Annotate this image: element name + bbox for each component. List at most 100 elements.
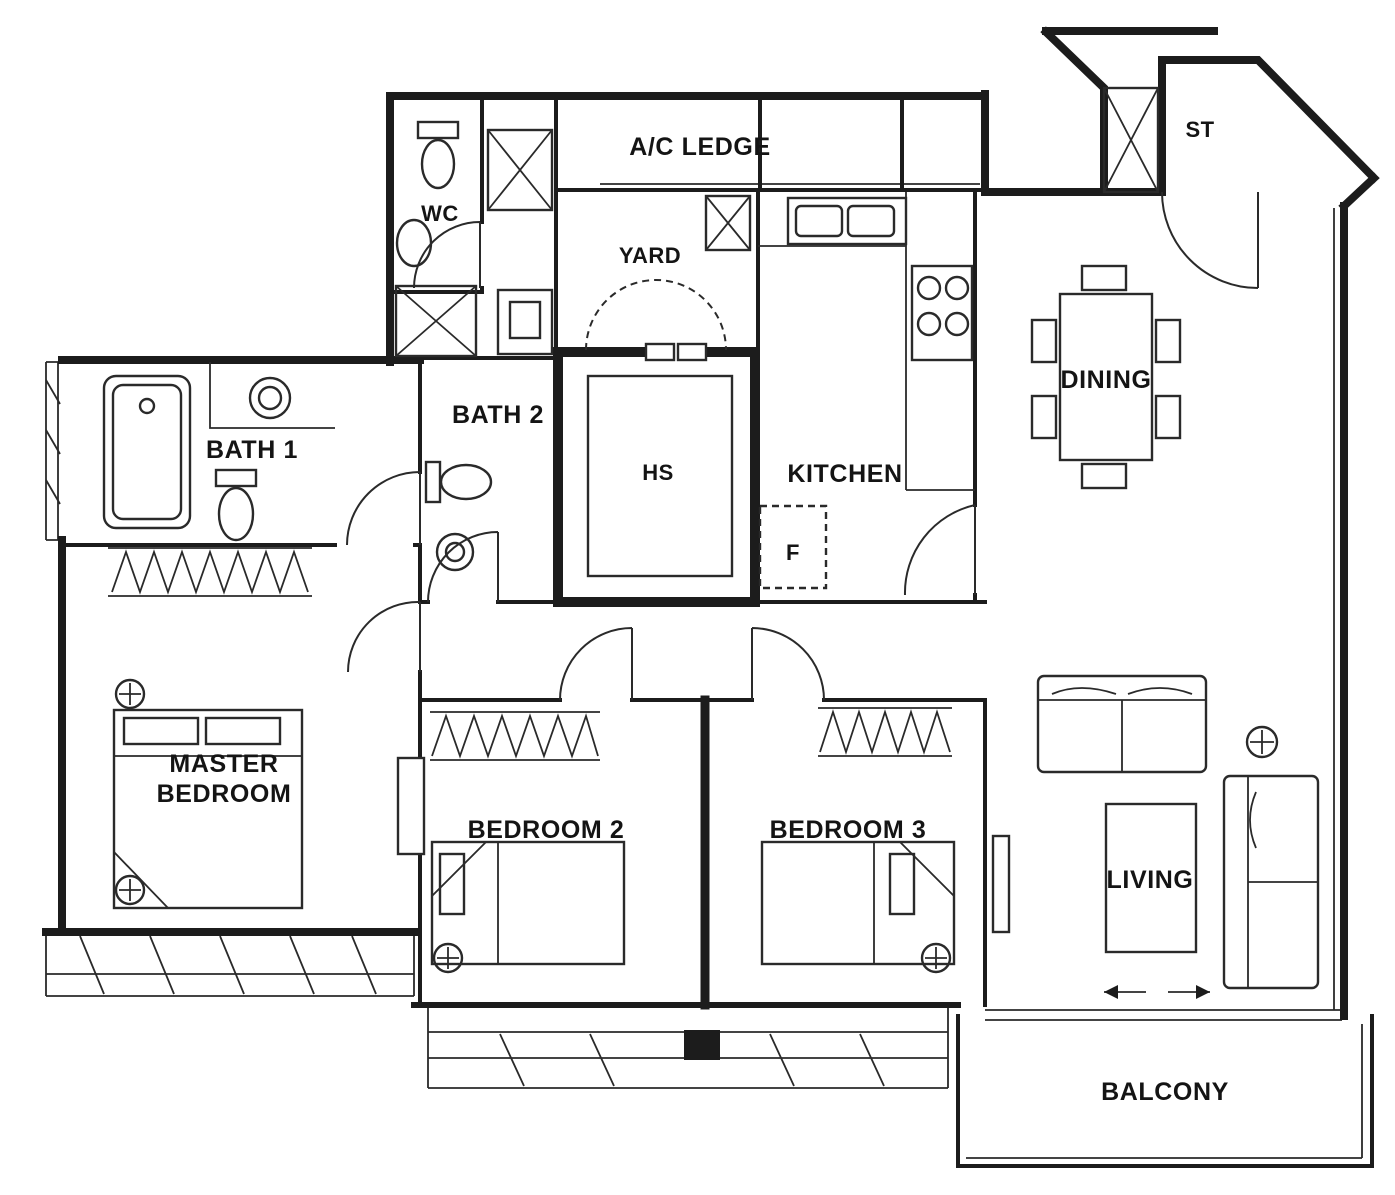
bath1-sink-bowl [257, 385, 283, 411]
bedroom2-column-marker [432, 942, 464, 974]
bath2-sink-bowl [444, 541, 466, 563]
bedroom3-bed [760, 840, 956, 966]
bath1-door [346, 471, 421, 546]
bedroom3-wardrobe-zigzag [819, 709, 951, 755]
bay-center-pillar [684, 1030, 720, 1060]
bath2-sink [435, 532, 475, 572]
label-fridge: F [786, 540, 800, 565]
label-bath2: BATH 2 [452, 401, 544, 429]
label-ac-ledge: A/C LEDGE [629, 133, 771, 161]
sliding-door-arrows [1104, 985, 1210, 999]
bedroom2-wardrobe [430, 711, 600, 761]
kitchen-sink-bowl-right [846, 204, 896, 238]
dining-table [1058, 292, 1154, 462]
master-column-markers [114, 678, 146, 906]
kitchen-sink-bowl-left [794, 204, 844, 238]
ac-unit-lower-icon [394, 284, 478, 358]
duct-box [496, 288, 554, 356]
bedroom-furniture [108, 547, 956, 974]
master-wardrobe-zigzag [111, 549, 309, 595]
label-bath1: BATH 1 [206, 436, 298, 464]
bathtub-drain [138, 397, 156, 415]
ac-unit-top-icon [486, 128, 554, 212]
dining-chair-bottom [1080, 462, 1128, 490]
label-master-bedroom-line1: MASTER [169, 750, 278, 778]
ac-box-2 [394, 284, 478, 358]
bedroom2-pillow [438, 852, 466, 916]
stove [910, 264, 974, 362]
bedroom3-wardrobe-rails [818, 707, 952, 757]
label-hs: HS [642, 460, 674, 485]
kitchen-fixtures [758, 192, 975, 590]
yard-box [704, 194, 752, 252]
master-wardrobe [108, 547, 312, 597]
bath2-door [427, 531, 499, 603]
sofa-main [1036, 674, 1208, 774]
bath2-toilet [424, 460, 493, 504]
dining-chair-top [1080, 264, 1128, 292]
column-circle-2 [114, 874, 146, 906]
arrow-left-icon [1104, 985, 1118, 999]
dining-set [1030, 264, 1182, 490]
interior-wall [60, 92, 987, 1007]
column-cross-2 [119, 879, 141, 901]
hs-shelter-wall [553, 347, 760, 607]
stove-burner-2 [944, 275, 970, 301]
dining-chair-left-1 [1030, 318, 1058, 364]
duct-outer [496, 288, 554, 356]
ac-box-cross [487, 129, 553, 211]
label-master-bedroom-line2: BEDROOM [157, 780, 292, 808]
bathtub [102, 374, 192, 530]
wc-door [413, 221, 481, 289]
label-balcony: BALCONY [1101, 1078, 1229, 1106]
ac-box-2-cross [395, 285, 477, 357]
arrow-right-icon [1196, 985, 1210, 999]
column-circle-1 [114, 678, 146, 710]
bedroom3-column-marker [920, 942, 952, 974]
kitchen-door [903, 504, 976, 596]
label-dining: DINING [1060, 366, 1151, 394]
hs-yard-door-dashed [585, 279, 727, 351]
master-wardrobe-rails [108, 547, 312, 597]
wc-toilet-tank [416, 120, 460, 140]
master-pillow-2 [204, 716, 282, 746]
yard-unit-icon [704, 194, 752, 252]
window-ticks [45, 379, 885, 1087]
bedroom3-bed-fold [873, 841, 955, 964]
label-kitchen: KITCHEN [787, 460, 902, 488]
label-bedroom2: BEDROOM 2 [468, 816, 625, 844]
living-furniture [991, 674, 1320, 999]
kitchen-sink [786, 196, 908, 246]
bedroom3-wardrobe [818, 707, 952, 757]
sofa-side [1222, 774, 1320, 990]
hs-inner-wall [586, 374, 734, 578]
stove-burner-1 [916, 275, 942, 301]
column-circle-4 [920, 942, 952, 974]
column-cross-3 [437, 947, 459, 969]
windows [45, 183, 1363, 1159]
duct-inner [508, 300, 542, 340]
bedroom3-door [751, 627, 825, 701]
balcony-walls [956, 1014, 1374, 1168]
window-bay-bedrooms [427, 1005, 949, 1089]
hs-door-leaf-right [676, 342, 708, 362]
room-labels: WC A/C LEDGE ST YARD BATH 2 BATH 1 HS KI… [157, 117, 1229, 1106]
yard-box-cross [705, 195, 751, 251]
entry-door [1161, 191, 1259, 289]
living-column-marker [1245, 725, 1279, 759]
coffee-table [1104, 802, 1198, 954]
wc-toilet [416, 120, 460, 190]
wc-sink [395, 218, 433, 268]
wc-toilet-bowl [420, 138, 456, 190]
master-bed [112, 708, 304, 910]
ac-box [486, 128, 554, 212]
bedroom2-wardrobe-zigzag [431, 713, 599, 759]
bedroom2-bed-body [430, 840, 626, 966]
tv-console [991, 834, 1011, 934]
bath1-toilet-bowl [217, 486, 255, 542]
column-cross-1 [119, 683, 141, 705]
bath1-toilet [214, 468, 258, 542]
master-bed-body [112, 708, 304, 910]
label-yard: YARD [619, 243, 681, 268]
